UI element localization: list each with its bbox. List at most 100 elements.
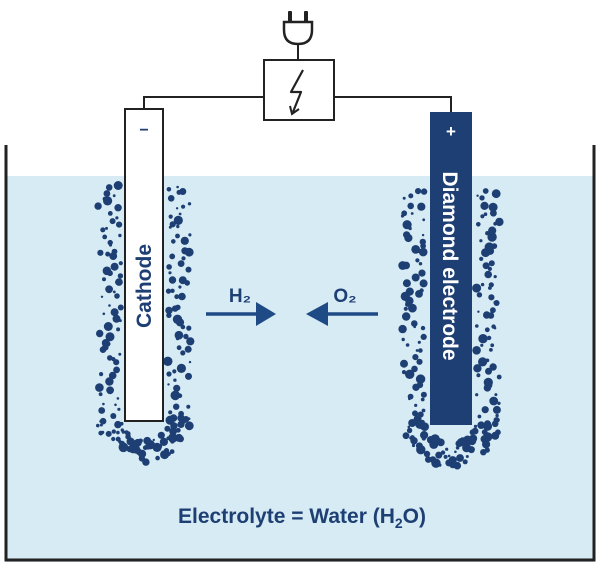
bubble: [469, 429, 476, 436]
bubble: [186, 337, 195, 346]
bubble: [165, 288, 172, 294]
bubble: [102, 277, 106, 282]
bubble: [462, 443, 472, 453]
bubble: [107, 239, 113, 246]
electrolyte-label-prefix: Electrolyte = Water (H: [178, 505, 395, 528]
bubble: [113, 181, 123, 190]
bubble: [408, 397, 411, 401]
bubble: [98, 407, 106, 414]
bubble: [484, 270, 493, 279]
bubble: [115, 436, 121, 442]
bubble: [168, 433, 178, 443]
bubble: [173, 378, 177, 382]
o2-arrow: O₂: [306, 286, 378, 326]
bubble: [418, 376, 425, 382]
bubble: [465, 455, 469, 458]
bubble: [168, 225, 172, 229]
bubble: [454, 450, 457, 454]
bubble: [418, 247, 428, 257]
bubble: [184, 280, 190, 286]
bubble: [110, 308, 119, 317]
bubble: [420, 333, 427, 340]
bubble: [98, 392, 103, 397]
bubble: [495, 413, 499, 418]
bubble: [408, 193, 414, 199]
bubble: [415, 290, 423, 298]
bubble: [488, 202, 498, 212]
bubble: [418, 348, 423, 353]
bubble: [490, 343, 495, 348]
bubble: [490, 209, 497, 217]
bubble: [419, 279, 428, 288]
bubble: [420, 188, 428, 195]
bubble: [176, 185, 179, 189]
bubble: [483, 212, 488, 216]
bubble: [402, 312, 411, 321]
bubble: [493, 221, 498, 226]
bubble: [180, 324, 186, 330]
bubble: [102, 234, 108, 240]
bubble: [405, 343, 410, 347]
bubble: [165, 306, 173, 315]
bubble: [445, 447, 449, 451]
power-plug-icon: [282, 11, 314, 46]
bubble: [184, 345, 192, 353]
bubble: [111, 429, 117, 434]
bubble: [488, 286, 492, 290]
bubble: [420, 397, 425, 402]
bubble: [445, 459, 453, 467]
bubble: [100, 295, 104, 298]
bubble: [420, 419, 425, 425]
bubble: [402, 261, 411, 270]
bubble: [169, 253, 176, 260]
bubble: [181, 351, 185, 355]
container: [4, 145, 596, 562]
bubble: [482, 188, 489, 194]
bubble: [420, 325, 426, 331]
bubble: [174, 294, 180, 300]
bubble: [159, 433, 165, 439]
bubble: [111, 436, 116, 442]
bubble: [400, 214, 405, 218]
anode-label: Diamond electrode: [438, 171, 461, 360]
bubble: [488, 294, 495, 301]
bubble: [185, 372, 192, 380]
bubble: [423, 450, 431, 458]
bubble: [95, 383, 104, 392]
bubble: [173, 403, 180, 410]
bubble: [110, 262, 119, 271]
bubble: [435, 451, 443, 459]
bubble: [160, 450, 170, 460]
bubble: [102, 312, 106, 316]
bubble: [99, 346, 107, 354]
bubble: [178, 285, 182, 289]
bubble: [488, 226, 497, 235]
bubble: [490, 307, 496, 314]
bubble: [403, 306, 408, 311]
bubble: [481, 406, 489, 414]
wire-left: [143, 96, 264, 109]
bubble: [175, 427, 181, 433]
bubble: [173, 215, 183, 225]
bubble: [476, 373, 481, 378]
bubble: [99, 372, 104, 377]
bubble: [176, 345, 182, 351]
bubble: [489, 396, 499, 406]
bubble: [493, 326, 497, 330]
bubble: [486, 247, 495, 255]
bubble: [400, 359, 408, 368]
bubble: [108, 371, 117, 380]
bubble: [163, 356, 173, 366]
bubble: [176, 363, 186, 373]
bubble: [477, 421, 485, 430]
bubble: [181, 204, 186, 209]
bubble: [142, 445, 148, 451]
bubble: [101, 430, 105, 434]
bubble: [184, 421, 194, 431]
bubble: [402, 432, 410, 440]
bubble: [480, 449, 487, 456]
bubble: [479, 256, 484, 261]
electrolyte-label-subscript: 2: [395, 515, 403, 531]
bubble: [484, 381, 493, 390]
